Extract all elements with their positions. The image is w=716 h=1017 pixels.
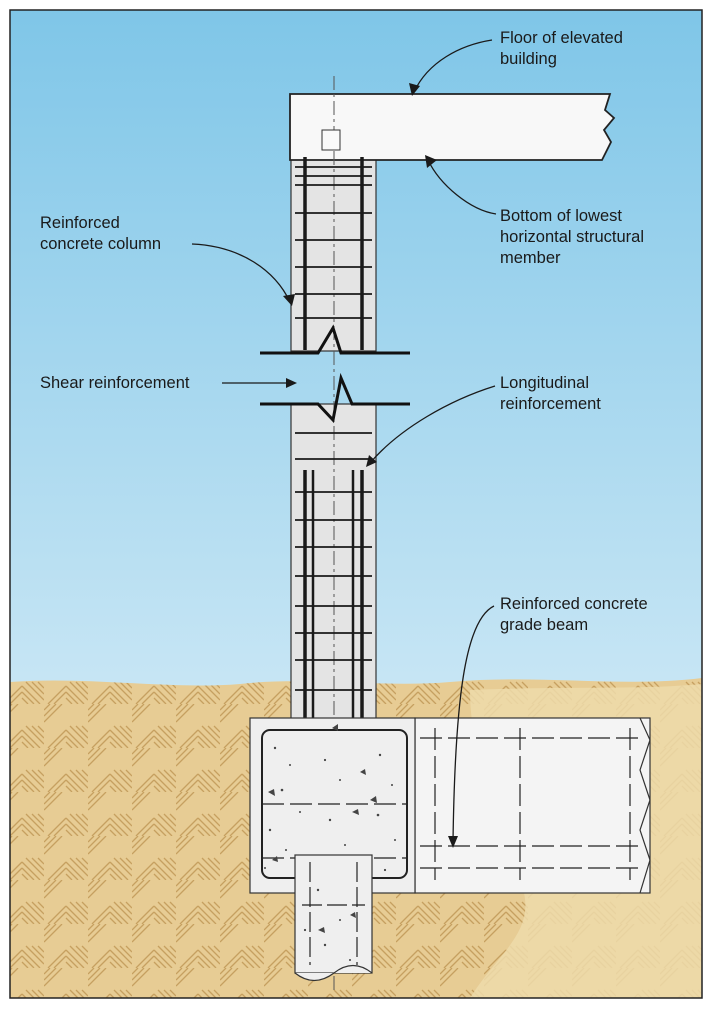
label-longitudinal: Longitudinal reinforcement <box>500 373 601 415</box>
label-shear-text: Shear reinforcement <box>40 374 190 392</box>
label-floor-line1: Floor of elevated <box>500 29 623 47</box>
grade-beam <box>414 717 651 894</box>
break-line-top <box>260 324 410 355</box>
label-bottom-member-line3: member <box>500 249 561 267</box>
pile <box>294 854 373 974</box>
grade-beam-break <box>639 717 651 894</box>
label-column-line2: concrete column <box>40 235 162 253</box>
label-floor-line2: building <box>500 50 557 68</box>
shear-ties-lower <box>295 432 372 691</box>
label-floor: Floor of elevated building <box>500 28 623 70</box>
anchor-bolt <box>321 129 341 151</box>
leader-arrowheads <box>283 83 458 848</box>
label-column-line1: Reinforced <box>40 214 120 232</box>
label-bottom-member-line2: horizontal structural <box>500 228 644 246</box>
label-grade-beam-line1: Reinforced concrete <box>500 595 648 613</box>
elevated-floor <box>289 93 616 161</box>
label-grade-beam: Reinforced concrete grade beam <box>500 594 648 636</box>
label-shear: Shear reinforcement <box>40 373 190 394</box>
label-longitudinal-line2: reinforcement <box>500 395 601 413</box>
label-column: Reinforced concrete column <box>40 213 161 255</box>
label-longitudinal-line1: Longitudinal <box>500 374 589 392</box>
shear-ties-upper <box>295 166 372 319</box>
break-line-bottom <box>260 372 410 424</box>
label-grade-beam-line2: grade beam <box>500 616 589 634</box>
leader-lines <box>191 39 497 843</box>
diagram-frame <box>9 9 703 999</box>
concrete-aggregate <box>264 724 396 961</box>
pile-rebar <box>302 862 365 965</box>
pile-bottom-break <box>294 964 373 982</box>
label-bottom-member: Bottom of lowest horizontal structural m… <box>500 206 644 269</box>
label-bottom-member-line1: Bottom of lowest <box>500 207 622 225</box>
